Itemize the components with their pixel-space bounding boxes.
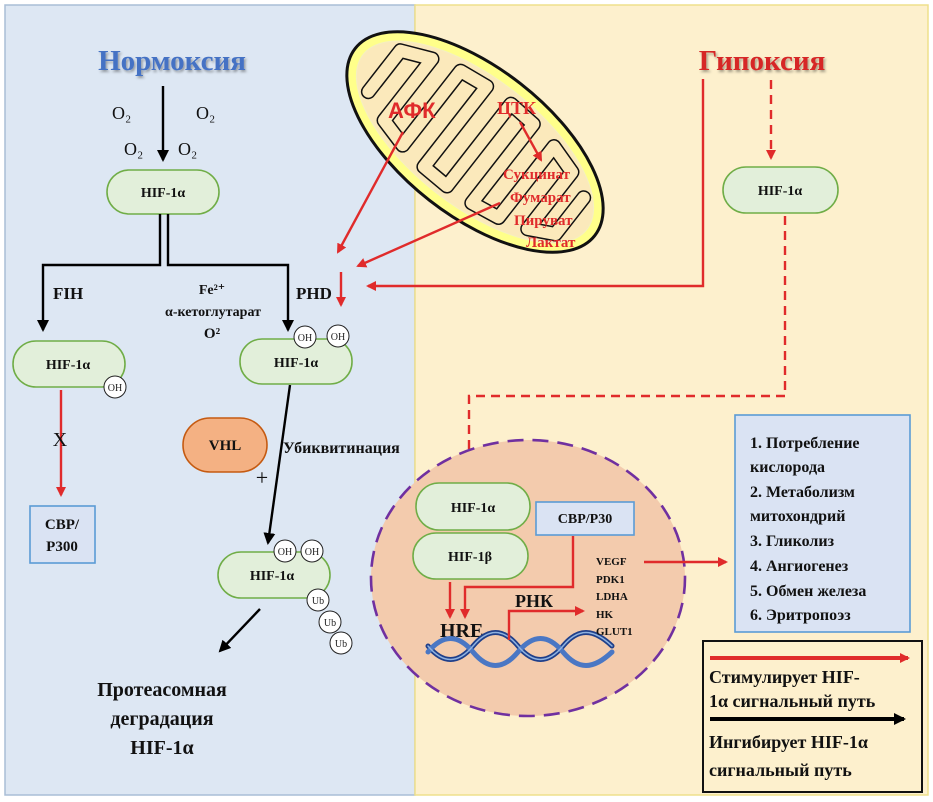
hif1a-normoxia-node: HIF-1α [106, 169, 220, 215]
p300-label: P300 [46, 539, 78, 555]
oh-group: OH [305, 547, 319, 558]
o2-label: O₂ [196, 103, 215, 123]
hypoxia-to-phd-arrow [366, 79, 705, 291]
hif1a-phd-node: HIF-1α OH OH [239, 324, 353, 385]
legend-inhibit-text: Ингибирует HIF-1α [709, 732, 868, 752]
ros-label: АФК [388, 98, 436, 123]
hif1a-ubiquitinated-node: HIF-1α OH OH Ub Ub Ub [217, 539, 353, 655]
gene-label: HK [596, 609, 614, 621]
metabolite: Сукцинат [503, 167, 571, 183]
degradation-arrow [218, 608, 261, 653]
transcription-arrow [507, 606, 585, 640]
legend-stimulate-text: Стимулирует HIF- [709, 667, 860, 687]
vhl-node: VHL [182, 417, 268, 473]
cbp-p30-label: CBP/P30 [558, 512, 612, 527]
gene-label: LDHA [596, 591, 628, 603]
cbp-p300-box: CBP/ P300 [29, 505, 96, 564]
legend: Стимулирует HIF- 1α сигнальный путь Инги… [702, 640, 923, 793]
cbp-to-hre-arrow [460, 536, 575, 619]
oh-group: OH [108, 383, 122, 394]
cofactor-fe: Fe²⁺ [199, 283, 225, 298]
normoxia-title: Нормоксия [98, 45, 246, 77]
o2-label: O₂ [178, 139, 197, 159]
vhl-label: VHL [209, 438, 242, 454]
effects-box: 1. Потребление кислорода 2. Метаболизм м… [734, 414, 911, 633]
oh-group: OH [298, 333, 312, 344]
ubiquitin: Ub [324, 618, 336, 629]
effect-line: 4. Ангиогенез [750, 558, 849, 575]
cofactor-akg: α-кетоглутарат [165, 305, 261, 320]
nucleus [369, 438, 687, 718]
metabolite: Лактат [526, 235, 576, 251]
gene-label: GLUT1 [596, 626, 633, 638]
hif1b-node: HIF-1β [412, 532, 529, 580]
o2-label: O₂ [112, 103, 131, 123]
tca-arrow [518, 121, 543, 162]
mitochondrion [345, 30, 605, 254]
ubiquitination-arrow [263, 384, 292, 545]
block-mark: X [53, 429, 68, 451]
legend-stimulate-text: 1α сигнальный путь [709, 691, 876, 711]
effect-line: 5. Обмен железа [750, 583, 866, 600]
ubiquitin: Ub [312, 596, 324, 607]
fih-label: FIH [53, 284, 83, 303]
normoxia-panel [4, 4, 416, 796]
metabolites-to-phd-arrow [356, 201, 501, 268]
ros-to-phd-arrow [336, 131, 405, 254]
nuclear-translocation-arrow [464, 216, 787, 485]
degradation-label: Протеасомная деградация HIF-1α [97, 679, 227, 759]
hif1a-label: HIF-1α [250, 569, 295, 584]
effect-line: митохондрий [750, 508, 845, 525]
hypoxia-title: Гипоксия [699, 45, 826, 77]
target-genes: VEGF PDK1 LDHA HK GLUT1 [596, 556, 633, 638]
metabolite: Фумарат [510, 190, 571, 206]
branch-connector [166, 214, 294, 332]
hif1a-fih-node: HIF-1α OH [12, 340, 127, 399]
degradation-line: Протеасомная [97, 679, 227, 701]
effect-line: 3. Гликолиз [750, 533, 835, 550]
metabolite: Пируват [514, 213, 573, 229]
cofactor-o2: O² [204, 326, 221, 342]
effect-line: кислорода [750, 459, 825, 476]
plus-sign: + [256, 465, 268, 490]
oh-group: OH [278, 547, 292, 558]
branch-connector [37, 214, 162, 332]
hif1a-label: HIF-1α [274, 356, 319, 371]
hif1b-label: HIF-1β [448, 550, 492, 565]
ubiquitination-label: Убиквитинация [283, 440, 400, 457]
dna-helix [425, 630, 615, 668]
legend-inhibit-text: сигнальный путь [709, 760, 852, 780]
hif1a-label: HIF-1α [141, 186, 186, 201]
cbp-label: CBP/ [45, 517, 80, 533]
cbp-p30-box: CBP/P30 [535, 501, 635, 536]
hif1a-label: HIF-1α [451, 501, 496, 516]
o2-label: O₂ [124, 139, 143, 159]
hif1a-hypoxia-node: HIF-1α [722, 166, 839, 214]
hif1a-label: HIF-1α [758, 184, 803, 199]
degradation-line: деградация [110, 708, 213, 730]
effect-line: 1. Потребление [750, 435, 860, 452]
rna-label: РНК [515, 591, 553, 611]
oh-group: OH [331, 332, 345, 343]
hif1a-nuclear-node: HIF-1α [415, 482, 531, 531]
gene-label: PDK1 [596, 574, 625, 586]
effect-line: 6. Эритропоэз [750, 607, 851, 624]
gene-label: VEGF [596, 556, 627, 568]
hif1a-label: HIF-1α [46, 358, 91, 373]
tca-label: ЦТК [497, 98, 536, 118]
metabolite-list: Сукцинат Фумарат Пируват Лактат [503, 167, 576, 251]
degradation-line: HIF-1α [130, 737, 193, 759]
effect-line: 2. Метаболизм [750, 484, 855, 501]
phd-label: PHD [296, 284, 332, 303]
ubiquitin: Ub [335, 639, 347, 650]
